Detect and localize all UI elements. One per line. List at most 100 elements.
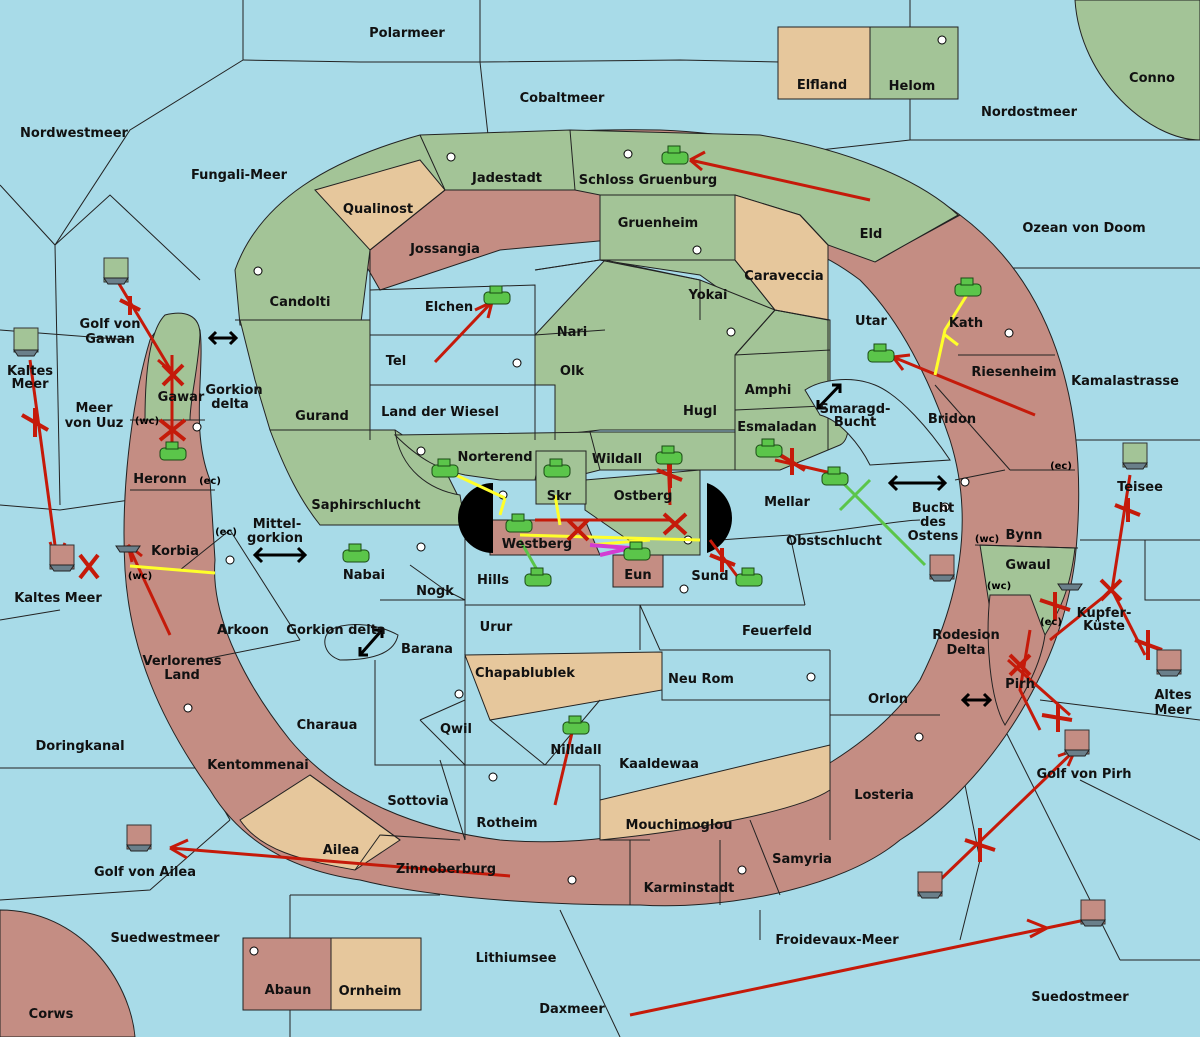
ship-icon[interactable] — [49, 544, 75, 572]
land-label-pirh: Pirh — [1005, 677, 1035, 692]
land-label-amphi: Amphi — [745, 383, 792, 398]
land-label-sottovia: Sottovia — [387, 794, 448, 809]
sea-label-borkmeer: Kaltes Meer — [14, 591, 102, 606]
land-label-corws: Corws — [29, 1007, 74, 1022]
ship-icon[interactable] — [1064, 729, 1090, 757]
tank-icon[interactable] — [543, 458, 571, 478]
ship-icon[interactable] — [929, 554, 955, 582]
land-label-utar: Utar — [855, 314, 888, 329]
ship-icon[interactable] — [13, 327, 39, 357]
territory-borders — [130, 129, 1079, 905]
land-label-skr: Skr — [547, 489, 572, 504]
tank-icon[interactable] — [655, 445, 683, 465]
land-label-tel: Tel — [386, 354, 406, 369]
land-label-candolti: Candolti — [270, 295, 331, 310]
coast-tag: (wc) — [128, 571, 152, 582]
coast-tag: (ec) — [199, 476, 221, 487]
land-label-barana: Barana — [401, 642, 453, 657]
territory-corws[interactable] — [0, 909, 136, 1037]
land-label-charaua: Charaua — [297, 718, 358, 733]
coast-tags: (wc) (ec) (ec) (wc) (ec) (wc) (wc) (ec) — [128, 416, 1072, 628]
land-label-korbia: Korbia — [151, 544, 199, 559]
land-label-urur: Urur — [480, 620, 513, 635]
land-label-eld: Eld — [860, 227, 883, 242]
tank-icon[interactable] — [755, 438, 783, 458]
territory-elfland[interactable] — [777, 26, 871, 100]
coast-tag: (wc) — [987, 581, 1011, 592]
ship-icon[interactable] — [1122, 442, 1148, 470]
land-label-olk: Olk — [560, 364, 585, 379]
land-label-feuerfeld: Feuerfeld — [742, 624, 812, 639]
tank-icon[interactable] — [524, 567, 552, 587]
tank-icon[interactable] — [661, 145, 689, 165]
tank-icon[interactable] — [431, 458, 459, 478]
land-label-qualinost: Qualinost — [343, 202, 413, 217]
land-label-bynn: Bynn — [1006, 528, 1043, 543]
tank-icon[interactable] — [159, 441, 187, 461]
land-label-sund: Sund — [691, 569, 728, 584]
land-label-hills: Hills — [477, 573, 509, 588]
territory-conno[interactable] — [1074, 0, 1200, 141]
coast-tag: (ec) — [1050, 461, 1072, 472]
territory-mouchimoglou[interactable] — [599, 744, 831, 841]
tank-icon[interactable] — [954, 277, 982, 297]
ship-icon[interactable] — [1156, 649, 1182, 677]
land-label-jadestadt: Jadestadt — [471, 171, 542, 186]
coast-tag: (ec) — [1040, 617, 1062, 628]
sea-label-mittelgorkion: Mittel-gorkion — [247, 517, 303, 546]
tank-icon[interactable] — [623, 541, 651, 561]
tank-icon[interactable] — [867, 343, 895, 363]
land-label-caraveccia: Caraveccia — [744, 269, 823, 284]
land-label-karminstadt: Karminstadt — [644, 881, 735, 896]
ship-icon[interactable] — [103, 257, 129, 285]
land-label-abaun: Abaun — [265, 983, 312, 998]
land-label-norterend: Norterend — [457, 450, 532, 465]
tank-icon[interactable] — [483, 285, 511, 305]
sea-label-froidevaux: Froidevaux-Meer — [775, 933, 899, 948]
land-label-eun: Eun — [624, 568, 651, 583]
sea-label-nordostmeer: Nordostmeer — [981, 105, 1078, 120]
tank-icon[interactable] — [342, 543, 370, 563]
ship-icon[interactable] — [1080, 899, 1106, 927]
tank-icon[interactable] — [821, 466, 849, 486]
land-label-ostberg: Ostberg — [614, 489, 673, 504]
land-label-wildall: Wildall — [592, 452, 642, 467]
land-label-conno: Conno — [1129, 71, 1175, 86]
land-label-heronn: Heronn — [133, 472, 187, 487]
outer-ring-base — [123, 129, 1080, 907]
land-label-nilldall: Nilldall — [550, 743, 601, 758]
tank-icon[interactable] — [562, 715, 590, 735]
land-label-nogk: Nogk — [416, 584, 454, 599]
land-label-westberg: Westberg — [502, 537, 572, 552]
territory-ostberg[interactable] — [584, 469, 701, 556]
sea-label-smaragd: Smaragd-Bucht — [820, 402, 891, 430]
ship-icon[interactable] — [1057, 583, 1083, 591]
land-label-esmaladan: Esmaladan — [737, 420, 817, 435]
land-label-nari: Nari — [557, 325, 588, 340]
land-label-hugl: Hugl — [683, 404, 717, 419]
land-label-losteria: Losteria — [854, 788, 914, 803]
ship-icon[interactable] — [126, 824, 152, 852]
tank-icon[interactable] — [505, 513, 533, 533]
land-label-neu-rom: Neu Rom — [668, 672, 734, 687]
fleet-units — [13, 257, 1182, 927]
land-label-saphirschlucht: Saphirschlucht — [311, 498, 420, 513]
land-label-kentommenai: Kentommenai — [207, 758, 308, 773]
passage-east-marker — [707, 483, 733, 553]
coast-tag: (wc) — [135, 416, 159, 427]
land-label-zinnoberburg: Zinnoberburg — [396, 862, 496, 877]
territory-ornheim[interactable] — [330, 937, 422, 1011]
tank-icon[interactable] — [735, 567, 763, 587]
land-label-gurand: Gurand — [295, 409, 349, 424]
ship-icon[interactable] — [917, 871, 943, 899]
land-label-jossangia: Jossangia — [409, 242, 480, 257]
supply-centers — [183, 35, 1014, 956]
sea-label-nordwestmeer: Nordwestmeer — [20, 126, 128, 141]
ship-icon[interactable] — [115, 545, 141, 553]
land-label-elchen: Elchen — [425, 300, 473, 315]
land-label-kaaldewaa: Kaaldewaa — [619, 757, 699, 772]
